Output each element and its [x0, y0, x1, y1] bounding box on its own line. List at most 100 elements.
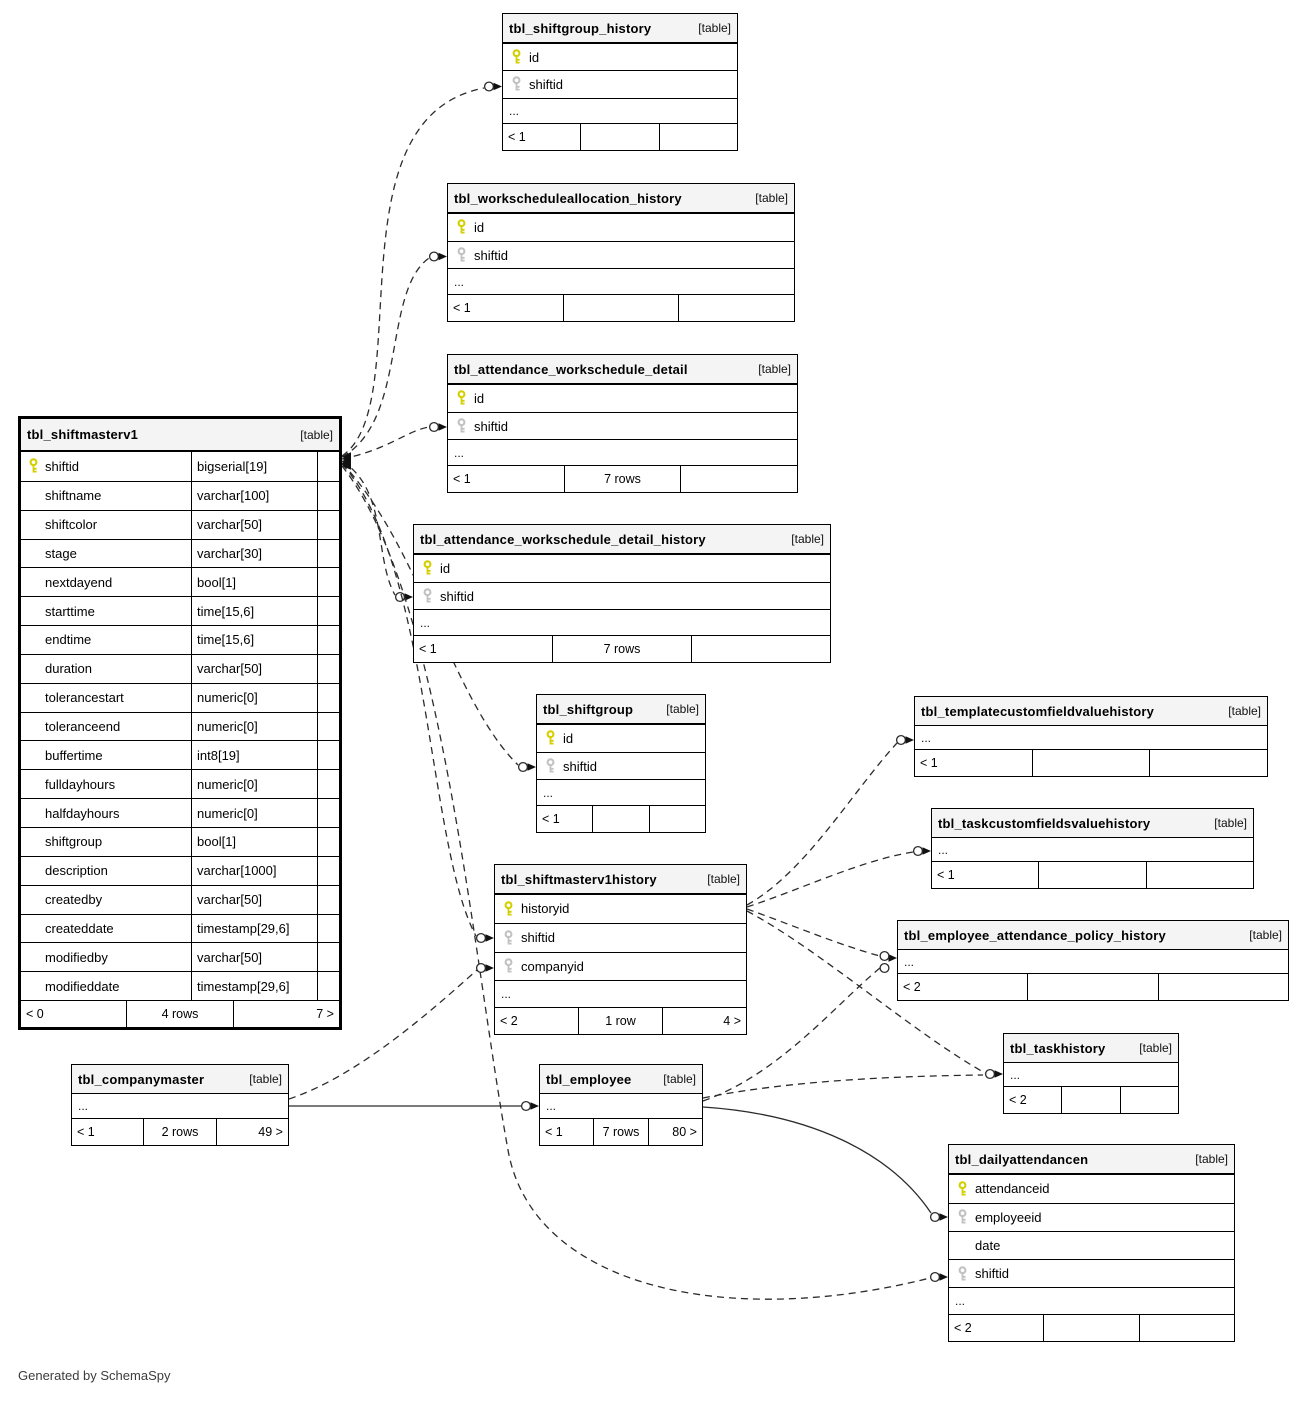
column-name: shiftgroup	[45, 834, 103, 850]
table-name[interactable]: tbl_employee	[546, 1071, 632, 1087]
table-name[interactable]: tbl_taskhistory	[1010, 1040, 1106, 1056]
column-name: id	[563, 730, 574, 746]
zero-or-more-circle	[517, 761, 529, 773]
zero-or-more-circle	[929, 1271, 941, 1283]
table-name[interactable]: tbl_workscheduleallocation_history	[454, 190, 682, 206]
table-taskhistory[interactable]: tbl_taskhistory[table]...< 2	[1003, 1033, 1179, 1114]
parents-count: < 2	[954, 1320, 972, 1335]
more-columns-ellipsis: ...	[78, 1099, 89, 1113]
table-name[interactable]: tbl_employee_attendance_policy_history	[904, 927, 1166, 943]
child-arrow	[438, 423, 447, 431]
key-icon-cell	[537, 758, 563, 774]
column-type: varchar[30]	[191, 539, 317, 568]
column-name: shiftid	[474, 247, 508, 263]
column-name: shiftid	[474, 418, 508, 434]
row-count: 7 rows	[593, 1119, 647, 1145]
table-attendance_workschedule_detail_history[interactable]: tbl_attendance_workschedule_detail_histo…	[413, 524, 831, 663]
key-icon-cell	[21, 458, 45, 474]
column-row-date: date	[949, 1231, 1234, 1259]
table-employee_attendance_policy_history[interactable]: tbl_employee_attendance_policy_history[t…	[897, 920, 1289, 1001]
children-count: 80 >	[647, 1119, 702, 1145]
table-name[interactable]: tbl_taskcustomfieldsvaluehistory	[938, 815, 1151, 831]
table-footer: < 2	[949, 1313, 1234, 1341]
table-name[interactable]: tbl_templatecustomfieldvaluehistory	[921, 703, 1155, 719]
table-header: tbl_workscheduleallocation_history[table…	[448, 184, 794, 213]
foreign-key-icon	[504, 958, 512, 973]
table-name[interactable]: tbl_attendance_workschedule_detail_histo…	[420, 531, 706, 547]
column-name: halfdayhours	[45, 805, 120, 821]
row-count: 2 rows	[143, 1119, 215, 1145]
table-attendance_workschedule_detail[interactable]: tbl_attendance_workschedule_detail[table…	[447, 354, 798, 493]
relationship-edge-employee-to-dailyattendancen.employeeid	[702, 1106, 948, 1223]
child-arrow	[527, 763, 536, 771]
zero-or-more-circle	[483, 81, 495, 92]
primary-key-icon	[958, 1181, 966, 1196]
table-name[interactable]: tbl_shiftgroup_history	[509, 20, 652, 36]
column-name: attendanceid	[975, 1181, 1050, 1197]
table-name[interactable]: tbl_shiftmasterv1	[27, 427, 139, 442]
more-columns-ellipsis: ...	[904, 954, 915, 969]
child-arrow	[530, 1102, 539, 1110]
column-name: stage	[45, 545, 77, 561]
zero-or-more-circle	[428, 421, 440, 433]
zero-or-more-circle	[475, 932, 487, 944]
children-count	[658, 123, 737, 150]
table-shiftmasterv1history[interactable]: tbl_shiftmasterv1history[table]historyid…	[494, 864, 747, 1035]
column-row-id: id	[503, 43, 737, 70]
table-name[interactable]: tbl_dailyattendancen	[955, 1151, 1089, 1167]
table-footer: < 1	[915, 749, 1267, 776]
column-row-shiftid: shiftid	[414, 581, 830, 610]
key-icon-cell	[448, 219, 474, 235]
foreign-key-icon	[512, 76, 520, 91]
table-taskcustomfieldsvaluehistory[interactable]: tbl_taskcustomfieldsvaluehistory[table].…	[931, 808, 1254, 889]
table-header: tbl_shiftgroup_history[table]	[503, 14, 737, 43]
table-templatecustomfieldvaluehistory[interactable]: tbl_templatecustomfieldvaluehistory[tabl…	[914, 696, 1268, 777]
relationship-edge-shiftmasterv1history.historyid-to-templatecustomfieldvaluehistory	[746, 734, 914, 906]
relationship-strip	[317, 856, 339, 885]
key-icon-cell	[949, 1265, 975, 1282]
table-name[interactable]: tbl_shiftgroup	[543, 701, 634, 717]
child-arrow	[493, 82, 502, 91]
relationship-strip	[317, 827, 339, 856]
zero-or-more-circle	[879, 962, 890, 974]
foreign-key-icon	[546, 758, 554, 773]
relationship-strip	[317, 885, 339, 914]
key-icon-cell	[448, 247, 474, 263]
key-icon-cell	[503, 76, 529, 92]
table-name[interactable]: tbl_shiftmasterv1history	[501, 871, 657, 887]
table-header: tbl_employee_attendance_policy_history[t…	[898, 921, 1288, 950]
table-name[interactable]: tbl_companymaster	[78, 1071, 205, 1087]
children-count	[1145, 862, 1253, 888]
table-name[interactable]: tbl_attendance_workschedule_detail	[454, 361, 688, 377]
relationship-strip	[317, 654, 339, 683]
parents-count: < 1	[453, 472, 471, 487]
parents-count: < 1	[542, 812, 560, 827]
relationship-edge-shiftmasterv1.shiftid-to-workscheduleallocation_history.shiftid	[341, 251, 447, 461]
parent-arrow	[342, 455, 351, 463]
more-columns-ellipsis: ...	[503, 97, 737, 123]
relationship-strip	[317, 770, 339, 799]
parents-count: < 1	[937, 868, 955, 882]
relationship-strip	[317, 539, 339, 568]
parents-count: < 1	[508, 129, 526, 144]
more-columns-ellipsis: ...	[921, 730, 932, 745]
parents-count: < 1	[77, 1125, 95, 1139]
table-workscheduleallocation_history[interactable]: tbl_workscheduleallocation_history[table…	[447, 183, 795, 322]
table-header: tbl_attendance_workschedule_detail_histo…	[414, 525, 830, 554]
column-name: date	[975, 1237, 1001, 1253]
key-icon-cell	[414, 560, 440, 576]
children-count: 4 >	[662, 1008, 746, 1034]
table-footer: < 1	[537, 805, 705, 833]
